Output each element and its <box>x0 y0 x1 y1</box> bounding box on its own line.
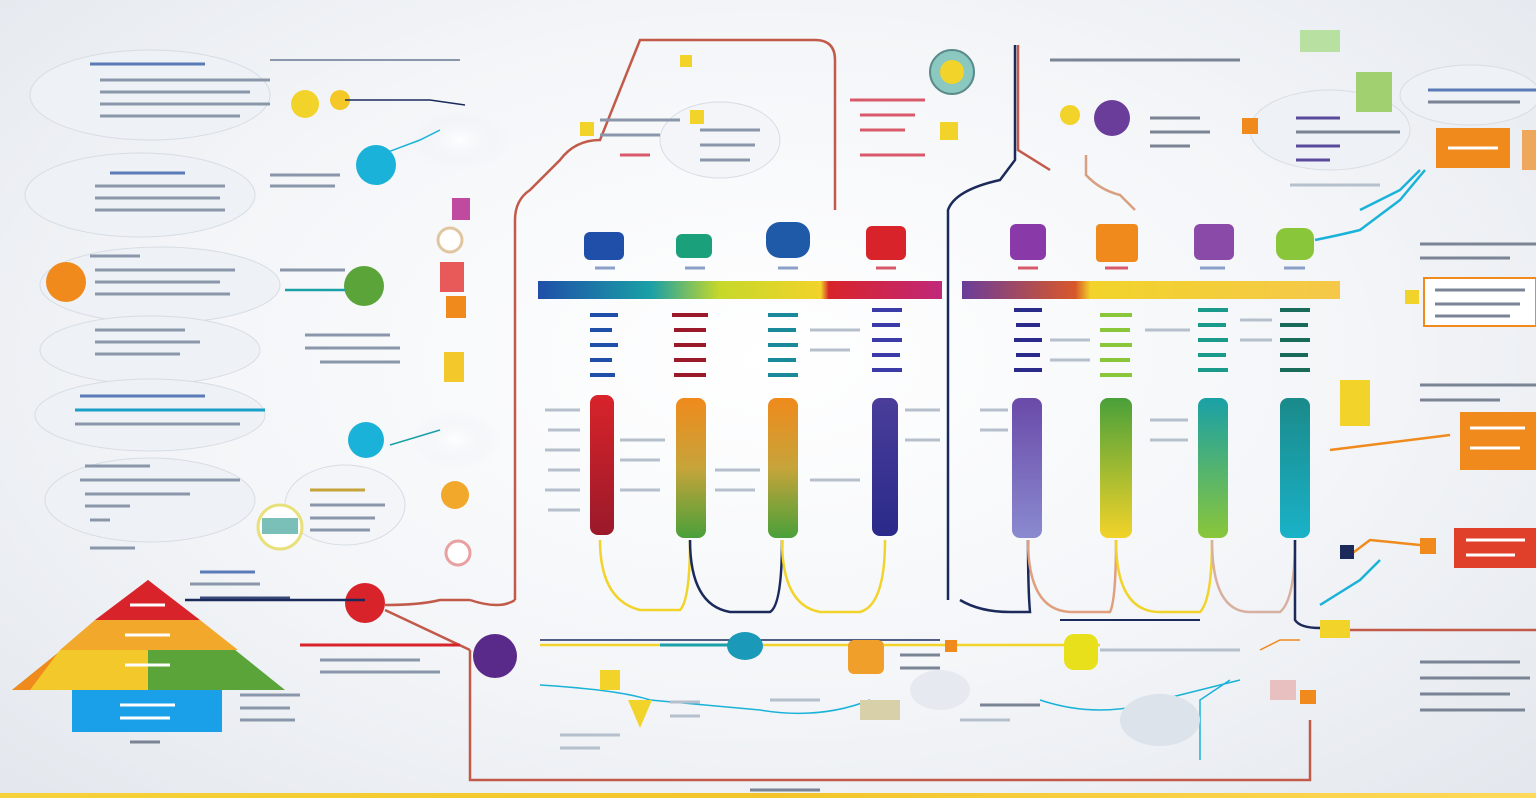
bottom-icons <box>300 619 1316 792</box>
pyramid-icon <box>12 580 285 744</box>
left-text-lines <box>75 59 460 722</box>
column-tubes <box>590 395 1310 538</box>
pipeline-headers <box>538 281 1340 299</box>
top-right-nodes <box>929 30 1436 638</box>
connector-lines <box>185 38 1536 782</box>
column-stripes <box>590 308 1310 377</box>
top-text <box>580 55 1240 162</box>
bottom-strip <box>0 793 1536 798</box>
bulb-column <box>436 198 472 567</box>
column-notes <box>545 318 1272 512</box>
left-icon-nodes <box>46 90 517 678</box>
pipeline-nodes <box>584 222 1314 270</box>
right-cards <box>1290 88 1536 712</box>
